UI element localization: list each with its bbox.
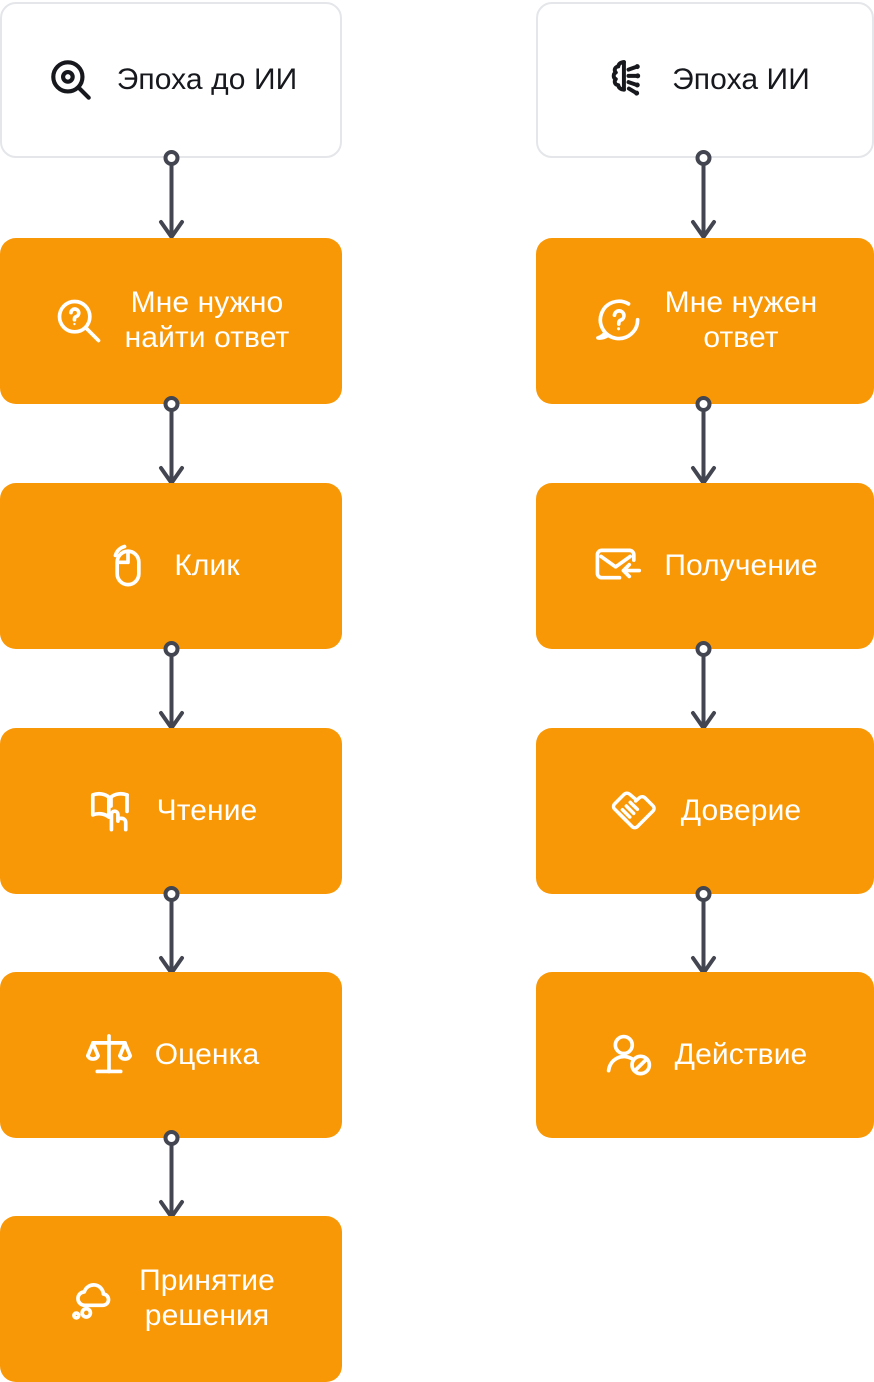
step-card-pre-ai-5[interactable]: Принятие решения bbox=[0, 1216, 342, 1382]
connector-ai-2 bbox=[684, 641, 724, 733]
step-card-ai-4[interactable]: Действие bbox=[536, 972, 874, 1138]
search-question-icon bbox=[53, 295, 105, 347]
header-label-pre-ai: Эпоха до ИИ bbox=[116, 62, 298, 96]
connector-pre-ai-4 bbox=[152, 1130, 192, 1222]
step-label-ai-4: Действие bbox=[674, 1037, 808, 1071]
step-label-ai-2: Получение bbox=[664, 548, 818, 582]
handshake-icon bbox=[609, 785, 661, 837]
step-label-pre-ai-4: Оценка bbox=[154, 1037, 260, 1071]
target-search-icon bbox=[45, 54, 97, 106]
step-card-pre-ai-4[interactable]: Оценка bbox=[0, 972, 342, 1138]
header-card-ai[interactable]: Эпоха ИИ bbox=[536, 2, 874, 158]
scales-balance-icon bbox=[83, 1029, 135, 1081]
step-label-pre-ai-2: Клик bbox=[174, 548, 240, 582]
step-label-pre-ai-3: Чтение bbox=[156, 793, 258, 827]
connector-ai-3 bbox=[684, 886, 724, 978]
connector-pre-ai-0 bbox=[152, 150, 192, 242]
connector-ai-0 bbox=[684, 150, 724, 242]
step-card-ai-2[interactable]: Получение bbox=[536, 483, 874, 649]
step-label-ai-1: Мне нужен ответ bbox=[664, 286, 818, 354]
connector-ai-1 bbox=[684, 396, 724, 488]
mail-incoming-icon bbox=[592, 540, 644, 592]
thought-cloud-icon bbox=[67, 1273, 119, 1325]
speech-bubble-question-icon bbox=[593, 295, 645, 347]
book-hand-icon bbox=[85, 785, 137, 837]
step-label-pre-ai-1: Мне нужно найти ответ bbox=[124, 286, 290, 354]
header-card-pre-ai[interactable]: Эпоха до ИИ bbox=[0, 2, 342, 158]
step-card-pre-ai-3[interactable]: Чтение bbox=[0, 728, 342, 894]
header-label-ai: Эпоха ИИ bbox=[672, 62, 810, 96]
user-block-icon bbox=[603, 1029, 655, 1081]
brain-circuit-icon bbox=[600, 54, 652, 106]
step-label-pre-ai-5: Принятие решения bbox=[139, 1264, 275, 1332]
connector-pre-ai-3 bbox=[152, 886, 192, 978]
step-card-pre-ai-2[interactable]: Клик bbox=[0, 483, 342, 649]
step-card-ai-3[interactable]: Доверие bbox=[536, 728, 874, 894]
step-card-pre-ai-1[interactable]: Мне нужно найти ответ bbox=[0, 238, 342, 404]
mouse-click-icon bbox=[102, 540, 154, 592]
step-label-ai-3: Доверие bbox=[680, 793, 802, 827]
connector-pre-ai-2 bbox=[152, 641, 192, 733]
step-card-ai-1[interactable]: Мне нужен ответ bbox=[536, 238, 874, 404]
connector-pre-ai-1 bbox=[152, 396, 192, 488]
